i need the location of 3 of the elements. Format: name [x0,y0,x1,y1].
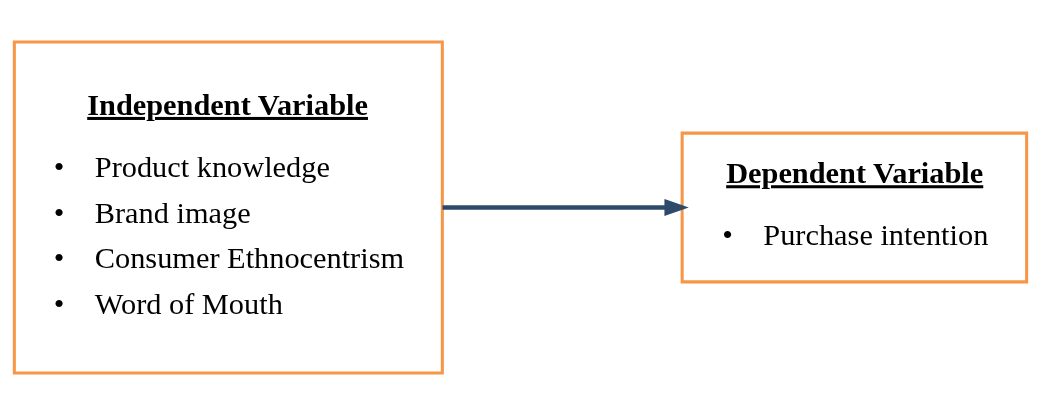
arrow [442,199,689,216]
node-box: Independent Variable • Product knowledge • Brand image • Consumer Ethnocentrism • Word of Mouth [12,40,444,375]
node-box: Dependent Variable • Purchase intention [680,131,1029,284]
